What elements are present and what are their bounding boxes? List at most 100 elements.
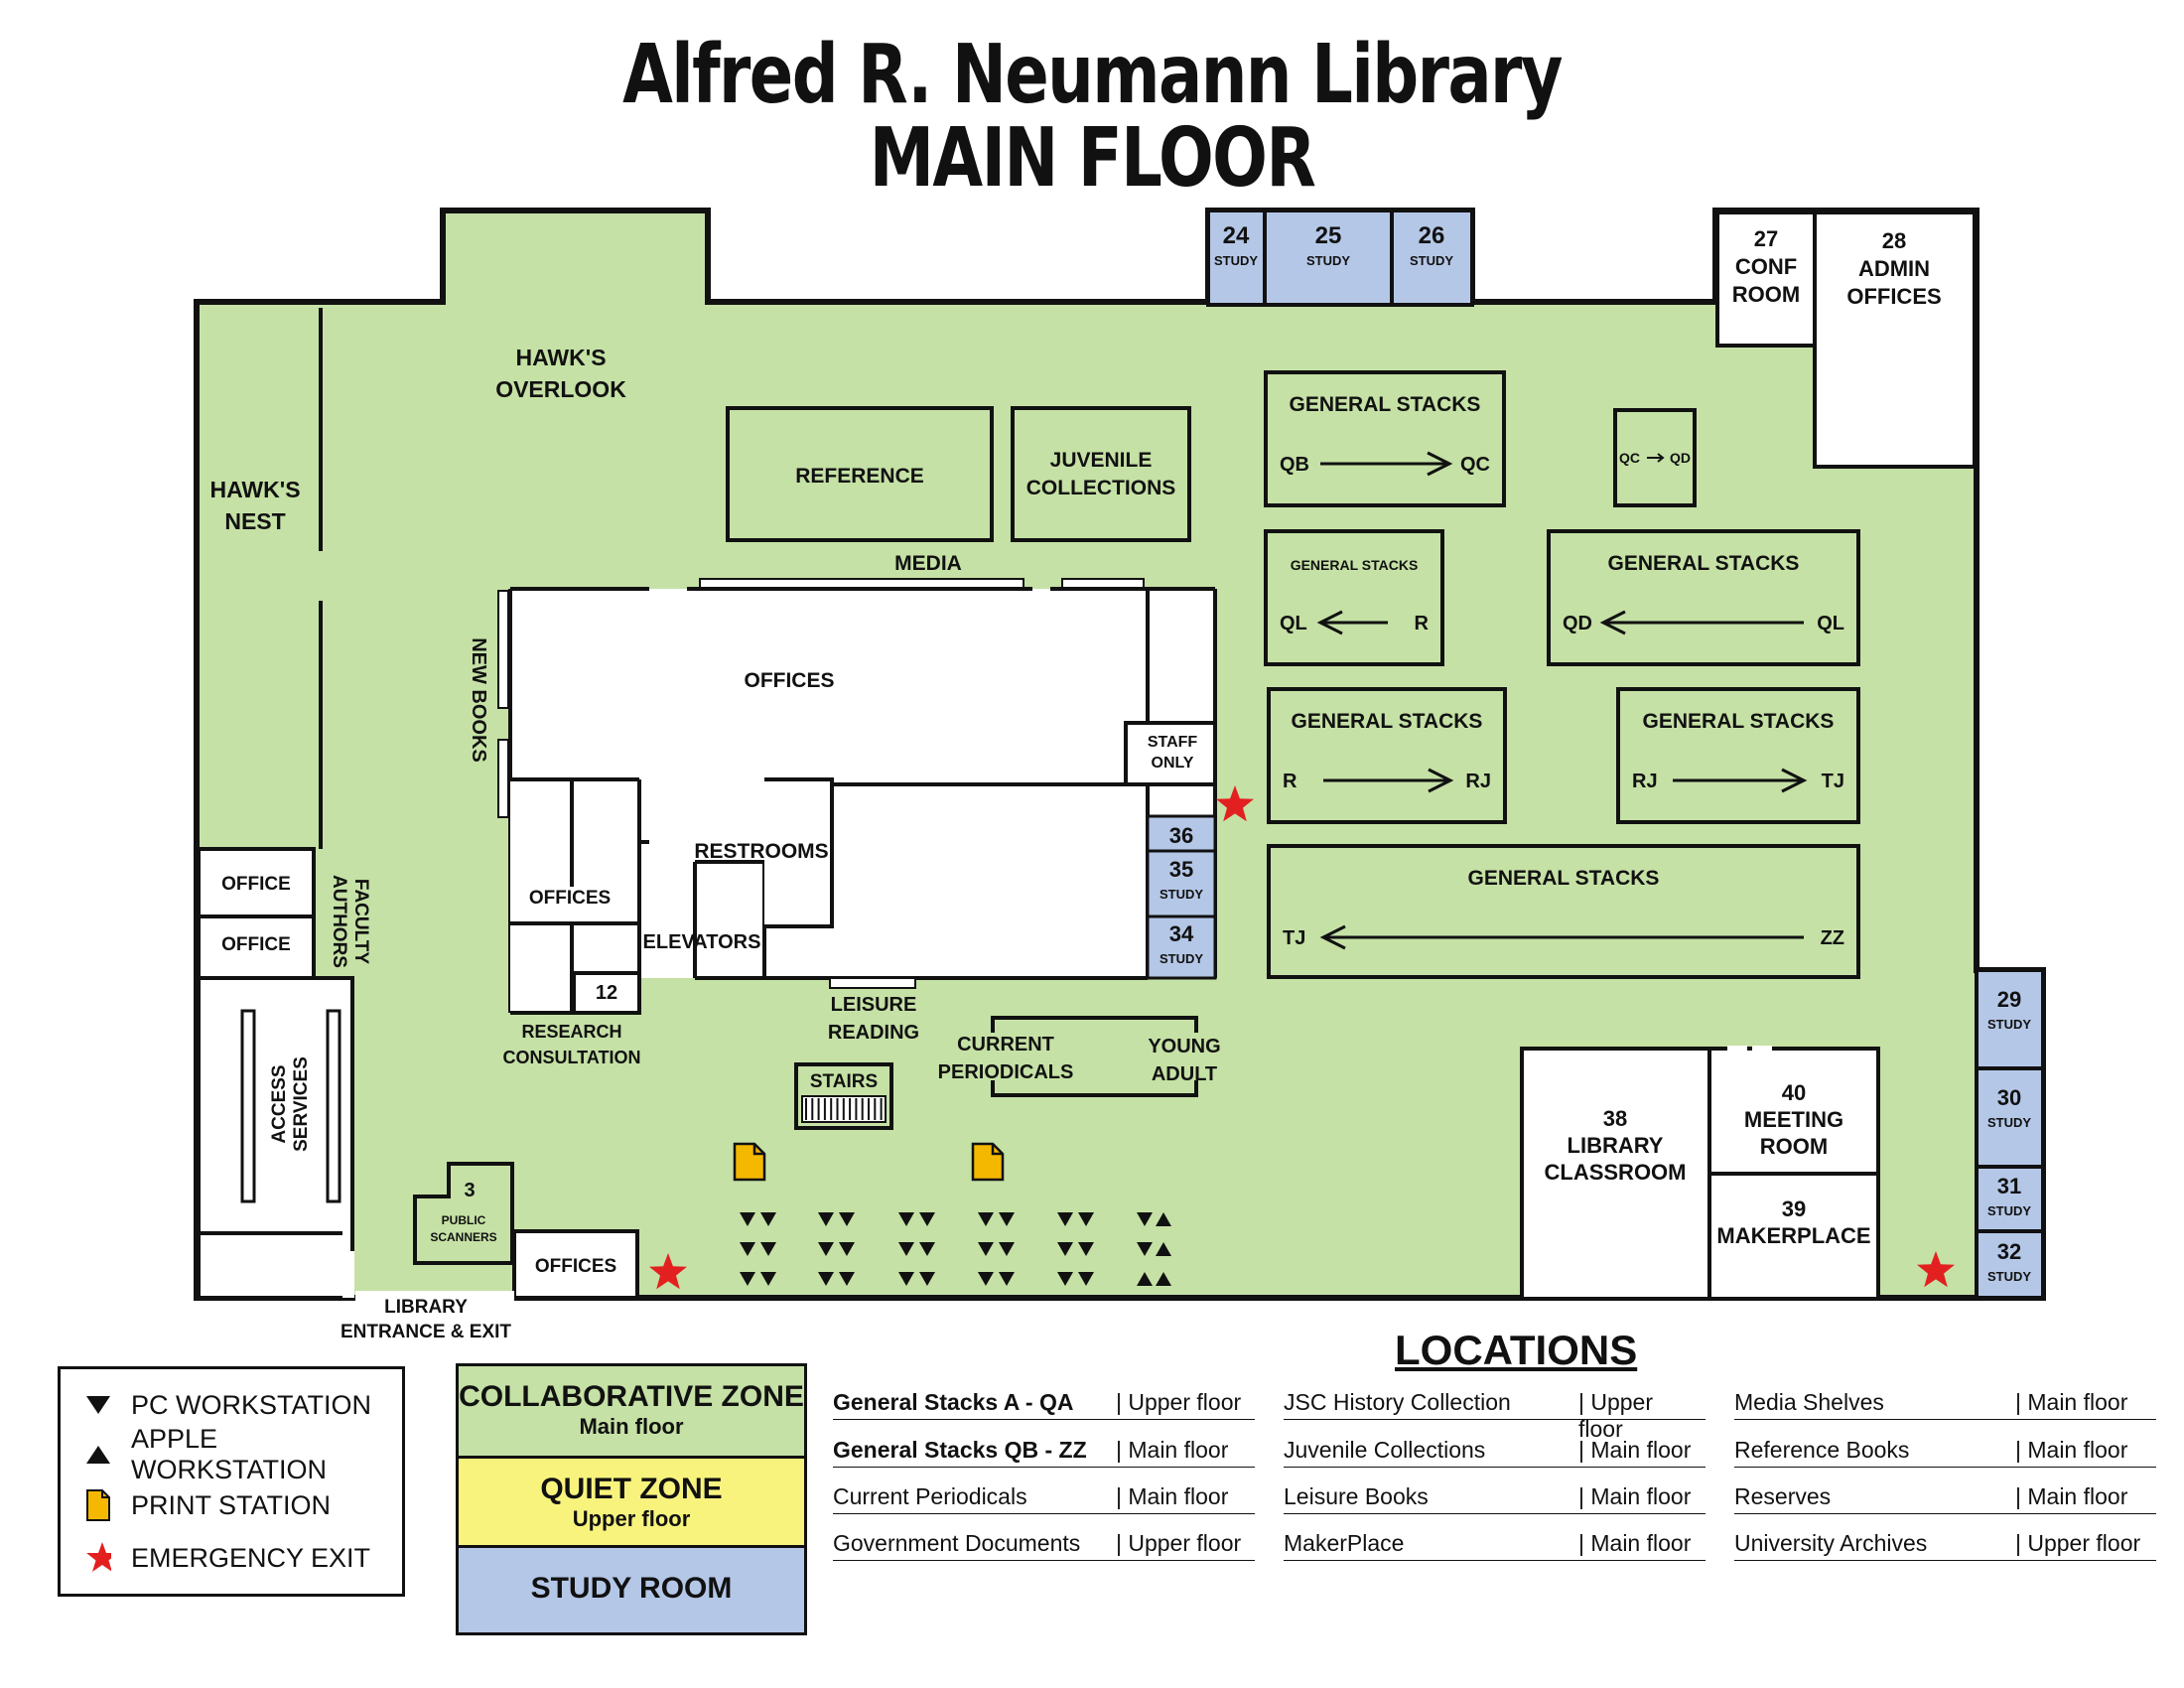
pc-workstation-icon[interactable] [760, 1242, 776, 1256]
quiet-zone-sub: Upper floor [572, 1506, 691, 1531]
pc-workstation-icon[interactable] [818, 1272, 834, 1286]
study-room-30[interactable] [1975, 1066, 2045, 1169]
pc-workstation-icon[interactable] [999, 1212, 1015, 1226]
location-floor: | Main floor [1578, 1530, 1692, 1556]
study-room-24[interactable] [1206, 209, 1267, 307]
pc-workstation-icon[interactable] [1057, 1242, 1073, 1256]
pc-workstation-icon[interactable] [919, 1272, 935, 1286]
pc-workstation-icon[interactable] [919, 1242, 935, 1256]
room-12[interactable] [572, 971, 641, 1015]
location-floor: | Main floor [1116, 1437, 1229, 1463]
pc-workstation-icon[interactable] [1057, 1272, 1073, 1286]
apple-workstation-icon[interactable] [1156, 1242, 1171, 1256]
map-subtitle: MAIN FLOOR [869, 111, 1316, 206]
emergency-exit-icon[interactable] [649, 1253, 687, 1290]
location-name: JSC History Collection [1284, 1389, 1511, 1415]
pc-workstation-icon[interactable] [1137, 1242, 1153, 1256]
pc-workstation-icon[interactable] [760, 1272, 776, 1286]
apple-workstation-icon[interactable] [1137, 1272, 1153, 1286]
stacks-title: GENERAL STACKS [1643, 710, 1835, 733]
conf-room[interactable] [1715, 211, 1817, 348]
svg-text:STUDY: STUDY [1214, 253, 1258, 268]
pc-workstation-icon[interactable] [740, 1272, 755, 1286]
pc-workstation-icon[interactable] [818, 1242, 834, 1256]
pc-workstation-icon[interactable] [978, 1272, 994, 1286]
pc-workstation-icon[interactable] [740, 1212, 755, 1226]
location-entry: Current Periodicals| Main floor [833, 1483, 1255, 1514]
pc-workstation-icon[interactable] [818, 1212, 834, 1226]
pc-workstation-icon[interactable] [978, 1242, 994, 1256]
pc-workstation-icon[interactable] [839, 1212, 855, 1226]
juvenile-collections-area[interactable] [1011, 406, 1191, 542]
pc-workstation-icon[interactable] [898, 1272, 914, 1286]
pc-workstation-icon[interactable] [760, 1212, 776, 1226]
room-3-label: 3 [464, 1180, 475, 1201]
pc-workstation-icon[interactable] [978, 1212, 994, 1226]
staff-only-room[interactable] [1124, 721, 1217, 786]
pc-workstation-icon[interactable] [740, 1242, 755, 1256]
stacks-range-start: RJ [1632, 771, 1658, 792]
location-underline [1284, 1560, 1706, 1561]
stacks-range-start: QD [1563, 613, 1592, 634]
study-room-35[interactable] [1146, 849, 1217, 918]
study-room-26[interactable] [1390, 209, 1474, 307]
emergency-exit-icon[interactable] [1917, 1251, 1955, 1288]
legend-print-label: PRINT STATION [131, 1489, 332, 1520]
pc-workstation-icon[interactable] [1078, 1272, 1094, 1286]
arrow-head-icon [1428, 768, 1454, 793]
print-station-icon[interactable] [733, 1142, 766, 1182]
reference-area[interactable] [726, 406, 994, 542]
apple-workstation-icon[interactable] [1156, 1272, 1171, 1286]
location-underline [833, 1513, 1255, 1514]
pc-workstation-icon[interactable] [1057, 1212, 1073, 1226]
pc-workstation-icon[interactable] [839, 1272, 855, 1286]
location-floor: | Main floor [2015, 1483, 2128, 1509]
location-entry: Government Documents| Upper floor [833, 1530, 1255, 1561]
svg-text:31: 31 [1997, 1174, 2021, 1198]
meeting-room[interactable] [1707, 1047, 1880, 1176]
emergency-exit-icon[interactable] [1216, 785, 1254, 822]
study-room-32[interactable] [1975, 1229, 2045, 1300]
stacks-title: GENERAL STACKS [1608, 552, 1800, 575]
location-name: General Stacks A - QA [833, 1389, 1074, 1415]
public-scanners-area[interactable] [413, 1162, 514, 1265]
makerplace-room[interactable] [1707, 1172, 1880, 1301]
pc-workstation-icon[interactable] [839, 1242, 855, 1256]
stair-steps [801, 1095, 887, 1123]
media-label: MEDIA [894, 552, 962, 575]
svg-text:STUDY: STUDY [1987, 1203, 2031, 1218]
pc-workstation-icon[interactable] [999, 1242, 1015, 1256]
pc-workstation-icon[interactable] [1078, 1242, 1094, 1256]
pc-workstation-icon[interactable] [919, 1212, 935, 1226]
print-station-icon[interactable] [971, 1142, 1005, 1182]
offices-bottom-room[interactable] [512, 1229, 639, 1300]
study-room-34[interactable] [1146, 914, 1217, 980]
pc-workstation-icon[interactable] [999, 1272, 1015, 1286]
pc-workstation-icon[interactable] [1078, 1212, 1094, 1226]
zone-legend: COLLABORATIVE ZONE Main floor QUIET ZONE… [456, 1363, 807, 1635]
admin-offices[interactable] [1813, 211, 1977, 469]
pc-workstation-icon[interactable] [898, 1242, 914, 1256]
library-classroom[interactable] [1520, 1047, 1711, 1301]
svg-text:STUDY: STUDY [1306, 253, 1350, 268]
stacks-range-start: QC [1619, 450, 1640, 466]
new-books-shelf-2 [497, 739, 509, 818]
apple-workstation-icon[interactable] [1156, 1212, 1171, 1226]
map-title: Alfred R. Neumann Library [622, 28, 1563, 122]
location-entry: Reserves| Main floor [1734, 1483, 2156, 1514]
pc-workstation-icon[interactable] [1137, 1212, 1153, 1226]
quiet-zone-name: QUIET ZONE [540, 1473, 723, 1505]
pc-workstation-icon[interactable] [898, 1212, 914, 1226]
location-floor: | Upper floor [2015, 1530, 2141, 1556]
